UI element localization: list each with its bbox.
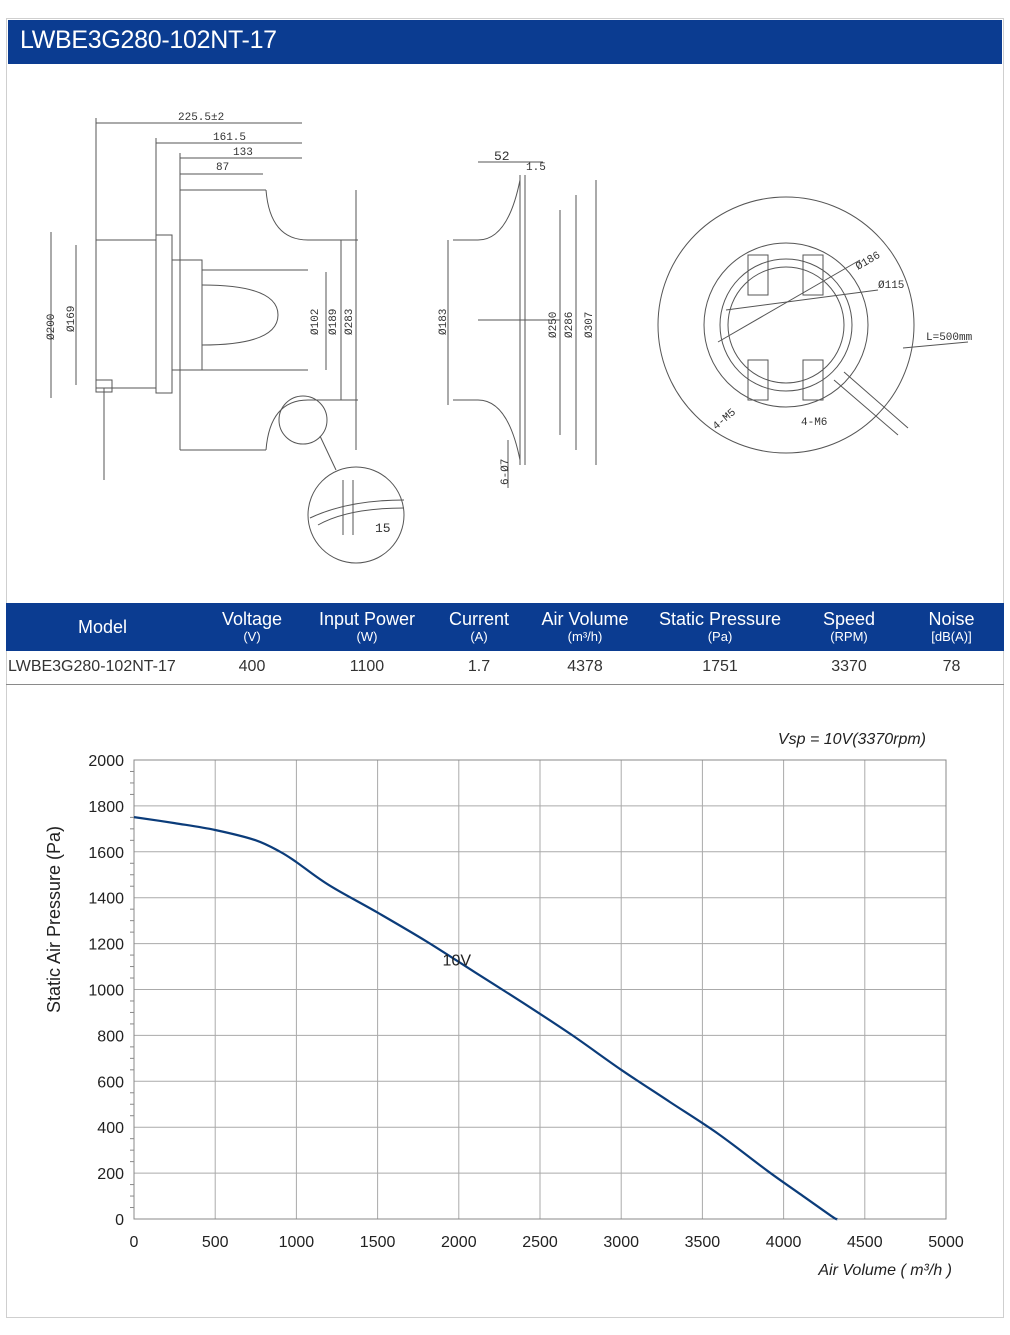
cell-air-volume: 4378	[567, 658, 603, 676]
page-frame	[6, 18, 1004, 1318]
y-tick-label: 1200	[88, 937, 124, 954]
dim-189: Ø189	[328, 309, 340, 335]
x-tick-label: 3500	[685, 1234, 721, 1251]
dim-225: 225.5±2	[178, 112, 224, 124]
y-tick-labels: 0 200 400 600 800 1000 1200 1400 1600 1800 2000	[88, 753, 124, 1229]
header-noise: Noise[dB(A)]	[928, 609, 975, 644]
y-axis-label: Static Air Pressure (Pa)	[44, 826, 64, 1013]
y-tick-label: 400	[97, 1120, 124, 1137]
cell-static-pressure: 1751	[702, 658, 738, 676]
cell-voltage: 400	[238, 658, 266, 676]
dim-87: 87	[216, 162, 229, 174]
header-static-pressure: Static Pressure(Pa)	[658, 609, 782, 644]
cell-model: LWBE3G280-102NT-17	[8, 658, 176, 676]
dim-115: Ø115	[878, 280, 904, 292]
x-tick-label: 2000	[441, 1234, 477, 1251]
x-tick-label: 1000	[279, 1234, 315, 1251]
label-4-m6: 4-M6	[801, 417, 827, 429]
cell-current: 1.7	[467, 658, 491, 676]
dim-1-5: 1.5	[526, 162, 546, 174]
spec-table: Model Voltage(V) Input Power(W) Current(…	[6, 603, 1004, 685]
series-label-10v: 10V	[443, 953, 472, 970]
x-tick-label: 2500	[522, 1234, 558, 1251]
dim-286: Ø286	[564, 312, 576, 338]
x-tick-label: 1500	[360, 1234, 396, 1251]
dim-133: 133	[233, 147, 253, 159]
page-title: LWBE3G280-102NT-17	[20, 26, 277, 54]
dim-200: Ø200	[46, 314, 58, 340]
cable-length: L=500mm	[926, 332, 973, 344]
technical-drawings: 225.5±2 161.5 133 87 Ø200 Ø169 Ø102 Ø189…	[46, 112, 973, 564]
y-tick-label: 200	[97, 1166, 124, 1183]
y-tick-label: 0	[115, 1212, 124, 1229]
detail-dim-15: 15	[375, 521, 391, 536]
header-air-volume: Air Volume(m³/h)	[541, 609, 629, 644]
x-tick-labels: 0 500 1000 1500 2000 2500 3000 3500 4000 4500 5000	[130, 1234, 964, 1251]
dim-283: Ø283	[344, 309, 356, 335]
y-tick-label: 800	[97, 1028, 124, 1045]
dim-186: Ø186	[854, 250, 883, 274]
dim-183: Ø183	[438, 309, 450, 335]
header-speed: Speed(RPM)	[822, 609, 876, 644]
section-view-drawing	[447, 161, 597, 488]
x-tick-label: 4000	[766, 1234, 802, 1251]
dim-102: Ø102	[310, 309, 322, 335]
header-current: Current(A)	[448, 609, 510, 644]
y-tick-label: 1000	[88, 983, 124, 1000]
y-tick-label: 1800	[88, 799, 124, 816]
side-view-drawing	[50, 118, 405, 564]
cell-input-power: 1100	[349, 658, 385, 676]
x-tick-label: 4500	[847, 1234, 883, 1251]
cell-noise: 78	[942, 658, 961, 676]
series-line-10v	[133, 816, 839, 1221]
x-tick-label: 5000	[928, 1234, 964, 1251]
table-row: LWBE3G280-102NT-17 400 1100 1.7 4378 175…	[6, 651, 1004, 684]
y-tick-label: 1600	[88, 845, 124, 862]
dim-161: 161.5	[213, 132, 246, 144]
x-tick-label: 3000	[603, 1234, 639, 1251]
dim-169: Ø169	[66, 306, 78, 332]
y-tick-label: 1400	[88, 891, 124, 908]
x-axis-label: Air Volume ( m³/h )	[817, 1262, 952, 1279]
dim-6-7: 6-Ø7	[500, 459, 512, 485]
dim-307: Ø307	[584, 312, 596, 338]
x-tick-label: 500	[202, 1234, 229, 1251]
cell-speed: 3370	[831, 658, 867, 676]
chart-annotation: Vsp = 10V(3370rpm)	[778, 731, 926, 748]
spec-table-header: Model Voltage(V) Input Power(W) Current(…	[6, 603, 1004, 651]
title-bar: LWBE3G280-102NT-17	[8, 20, 1002, 64]
header-voltage: Voltage(V)	[221, 609, 283, 644]
y-tick-label: 600	[97, 1074, 124, 1091]
performance-chart: 0 200 400 600 800 1000 1200 1400 1600 1800 2000 0 5…	[44, 731, 964, 1279]
label-4-m5: 4-M5	[711, 407, 739, 433]
header-input-power: Input Power(W)	[318, 609, 416, 644]
chart-grid	[130, 759, 947, 1220]
dim-52: 52	[494, 149, 510, 164]
plot-area	[133, 759, 947, 1220]
header-model: Model	[77, 617, 128, 637]
front-view-drawing	[657, 196, 969, 454]
x-tick-label: 0	[130, 1234, 139, 1251]
dim-250: Ø250	[548, 312, 560, 338]
y-tick-label: 2000	[88, 753, 124, 770]
